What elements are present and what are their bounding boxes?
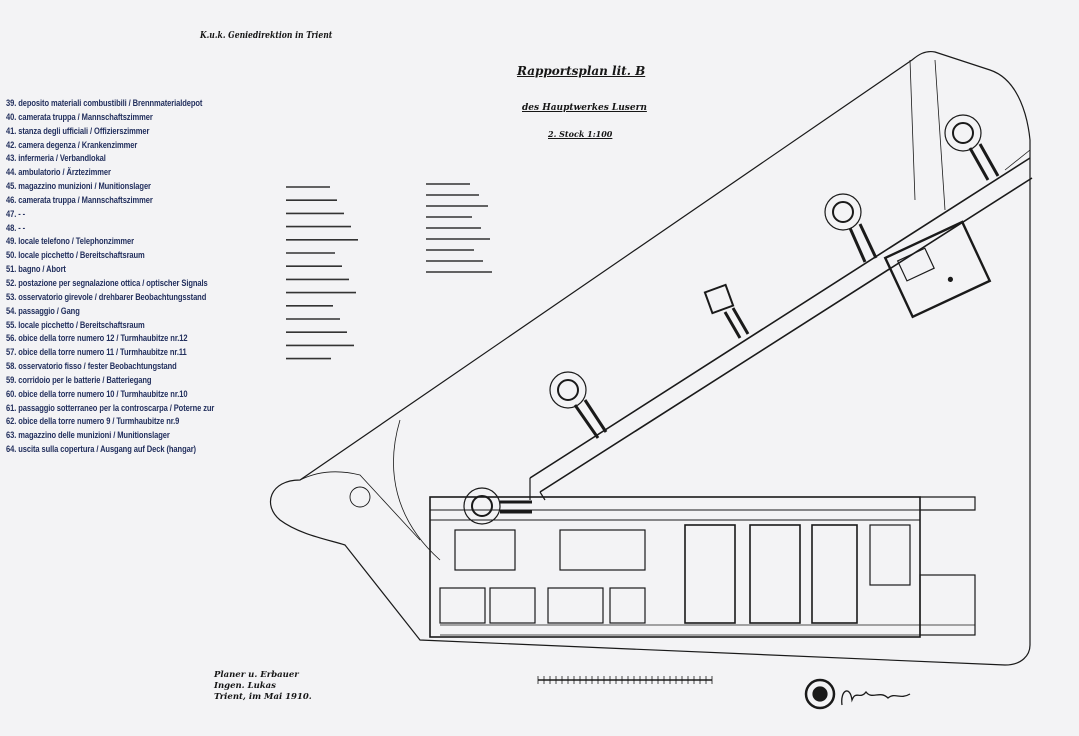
legend-item: 53. osservatorio girevole / drehbarer Be… [6,291,207,302]
room-legend: 39. deposito materiali combustibili / Br… [6,97,260,457]
legend-item: 39. deposito materiali combustibili / Br… [6,98,203,108]
fort-outline [269,50,1031,666]
legend-item: 59. corridoio per le batterie / Batterie… [6,374,152,385]
legend-item: 64. uscita sulla copertura / Ausgang auf… [6,444,196,455]
legend-item: 57. obice della torre numero 11 / Turmha… [6,347,187,358]
legend-item: 50. locale picchetto / Bereitschaftsraum [6,250,145,261]
plan-title: Rapportsplan lit. B [517,64,646,78]
legend-item: 40. camerata truppa / Mannschaftszimmer [6,111,153,122]
scale-bar [537,676,713,684]
maker-block: Planer u. Erbauer Ingen. Lukas Trient, i… [214,670,312,703]
legend-item: 63. magazzino delle munizioni / Munition… [6,430,170,441]
legend-item: 54. passaggio / Gang [6,305,80,316]
legend-item: 62. obice della torre numero 9 / Turmhau… [6,416,180,427]
maker-line: Ingen. Lukas [214,681,276,691]
turret-tower-9 [463,487,532,525]
legend-item: 60. obice della torre numero 10 / Turmha… [6,388,188,399]
maker-line: Trient, im Mai 1910. [214,692,312,702]
legend-item: 58. osservatorio fisso / fester Beobacht… [6,361,177,372]
legend-item: 51. bagno / Abort [6,264,66,275]
turret-tower-12 [944,114,1000,181]
legend-item: 48. - - [6,222,26,233]
legend-item: 43. infermeria / Verbandlokal [6,153,106,164]
turret-tower-10 [549,371,608,439]
turret-tower-11 [824,193,878,263]
legend-item: 52. postazione per segnalazione ottica /… [6,277,208,288]
legend-item: 61. passaggio sotterraneo per la contros… [6,402,215,413]
barracks-block [429,496,976,638]
legend-item: 56. obice della torre numero 12 / Turmha… [6,333,188,344]
legend-item: 49. locale telefono / Telephonzimmer [6,236,134,247]
battery-corridor [529,157,1033,493]
inner-legend-scribbles [286,183,492,360]
plan-subtitle: des Hauptwerkes Lusern [522,103,647,113]
maker-line: Planer u. Erbauer [214,670,299,680]
legend-item: 42. camera degenza / Krankenzimmer [6,139,138,150]
signature [841,690,911,706]
official-stamp [804,678,836,710]
legend-item: 55. locale picchetto / Bereitschaftsraum [6,319,145,330]
legend-item: 45. magazzino munizioni / Munitionslager [6,181,151,192]
office-heading: K.u.k. Geniedirektion in Trient [200,31,333,41]
legend-item: 44. ambulatorio / Ärztezimmer [6,167,111,178]
legend-item: 41. stanza degli ufficiali / Offizierszi… [6,125,150,136]
legend-item: 46. camerata truppa / Mannschaftszimmer [6,194,153,205]
hangar-block [883,220,992,319]
legend-item: 47. - - [6,208,26,219]
floor-scale-label: 2. Stock 1:100 [548,129,613,139]
observation-post [703,283,750,339]
